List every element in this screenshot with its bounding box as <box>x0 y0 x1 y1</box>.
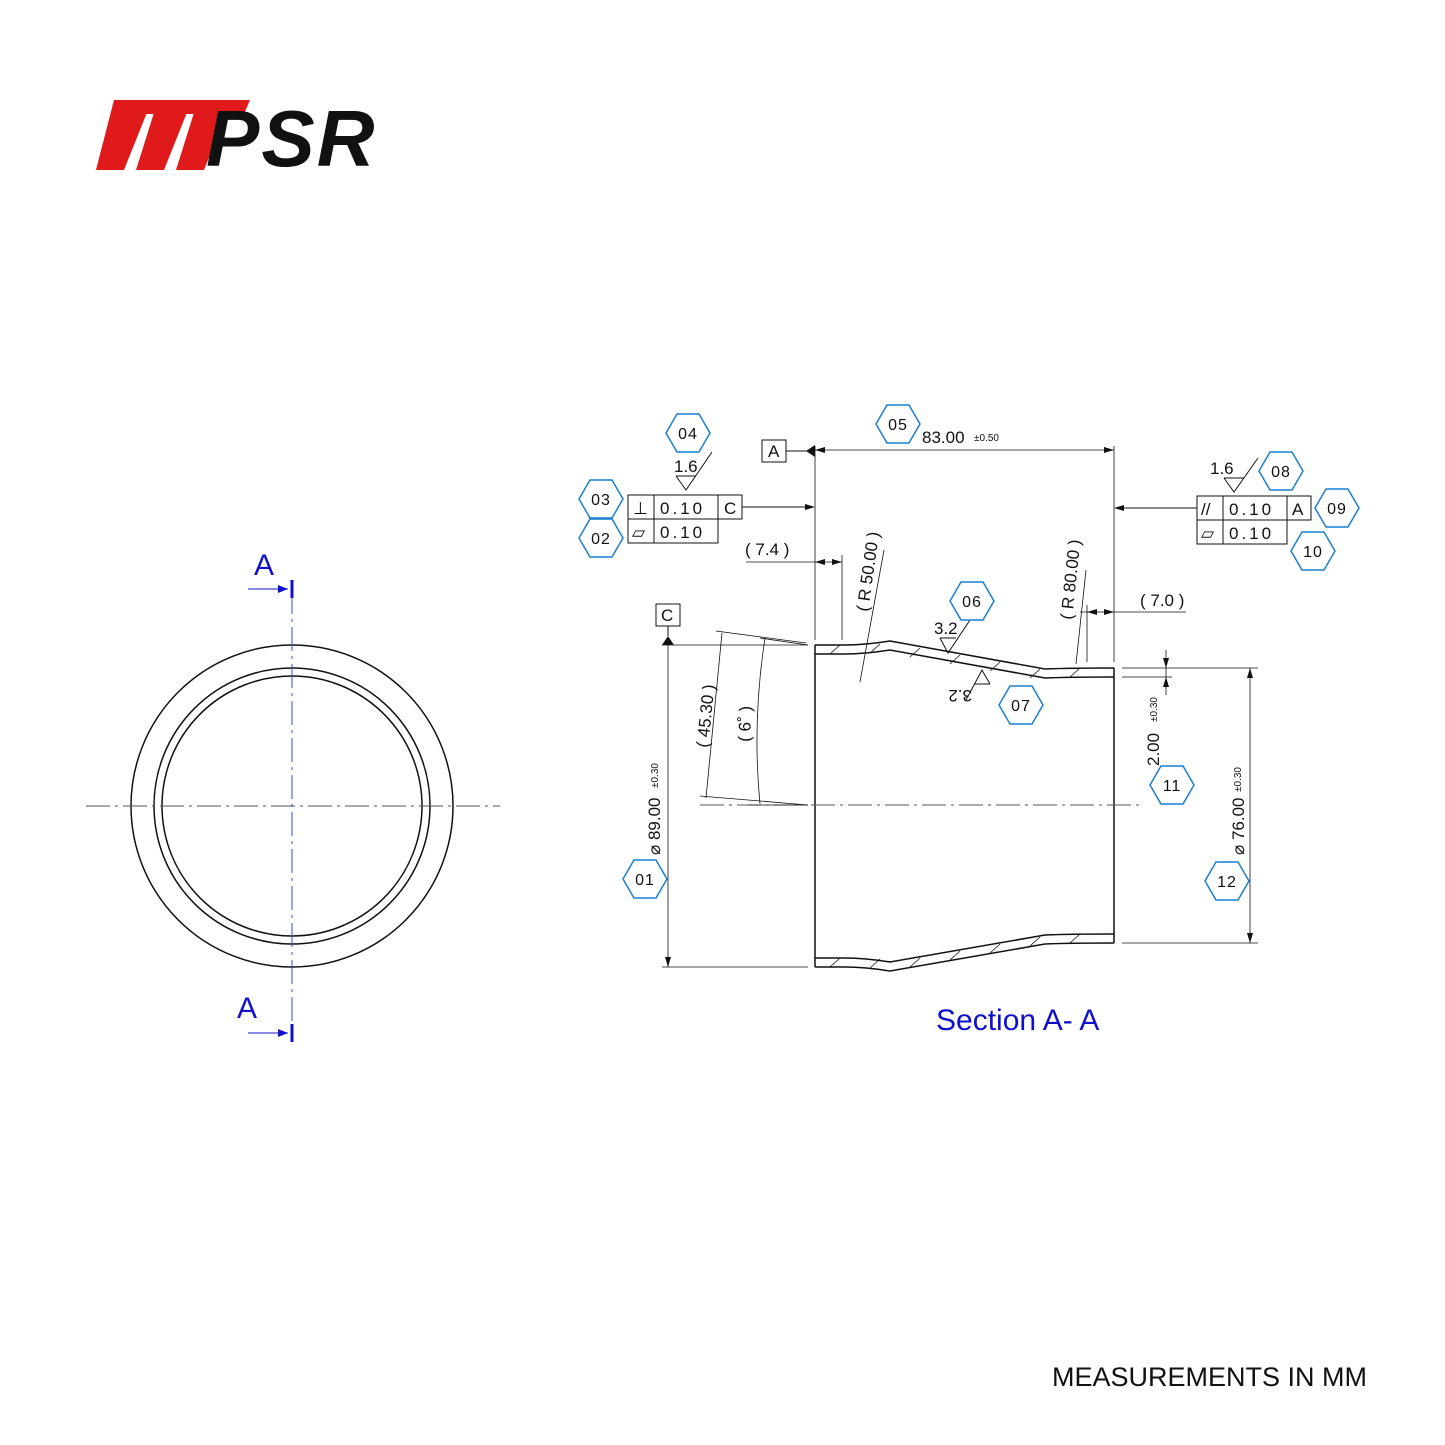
fcf-right-row1-datum: A <box>1292 500 1304 519</box>
datum-c-triangle <box>662 636 674 645</box>
logo-mark-bar-1 <box>96 100 152 170</box>
svg-text:3.2: 3.2 <box>948 686 972 705</box>
fcf-left-row2-symbol: ▱ <box>632 523 646 542</box>
fcf-right-row2-symbol: ▱ <box>1201 524 1215 543</box>
section-mark-bottom-arrowhead <box>278 1029 288 1037</box>
svg-text:02: 02 <box>591 531 611 548</box>
angle-arc <box>756 637 766 805</box>
slant-ext-bottom <box>699 795 809 806</box>
roughness-top-left: 1.6 <box>674 451 713 491</box>
svg-text:08: 08 <box>1271 464 1291 481</box>
radius-large-value: ( R 80.00 ) <box>1057 539 1084 621</box>
balloon-10: 10 <box>1290 531 1336 571</box>
fcf-right-row1-value: 0.10 <box>1229 500 1274 519</box>
balloon-03: 03 <box>578 479 624 519</box>
svg-text:11: 11 <box>1163 778 1182 795</box>
balloon-08: 08 <box>1258 451 1304 491</box>
slant-ext-top <box>715 630 807 644</box>
roughness-inner: 3.2 <box>948 668 991 705</box>
svg-text:01: 01 <box>635 872 655 889</box>
svg-text:07: 07 <box>1011 698 1031 715</box>
slant-dim-line <box>705 632 723 799</box>
balloon-02: 02 <box>578 518 624 558</box>
svg-text:03: 03 <box>591 492 611 509</box>
datum-a-triangle <box>806 445 815 457</box>
logo-mark-cap <box>114 100 250 114</box>
svg-text:04: 04 <box>678 426 698 443</box>
fcf-left-row1-symbol: ⊥ <box>633 499 648 518</box>
top-outer-edge <box>815 640 1115 670</box>
wall-hatching <box>829 643 1081 969</box>
measurement-note: MEASUREMENTS IN MM <box>1052 1362 1367 1392</box>
balloon-11: 11 <box>1149 765 1195 805</box>
radius-small-leader <box>859 549 885 683</box>
fcf-left: ⊥ 0.10 C ▱ 0.10 <box>627 494 815 544</box>
roughness-outer: 3.2 <box>934 619 971 654</box>
length-arrow-left <box>815 447 825 453</box>
fcf-right-row1-symbol: // <box>1201 500 1211 519</box>
length-tolerance: ±0.50 <box>974 433 999 444</box>
bottom-outer-edge <box>815 942 1115 972</box>
top-inner-edge <box>815 649 1115 679</box>
svg-text:3.2: 3.2 <box>934 619 958 638</box>
balloon-06: 06 <box>949 581 995 621</box>
logo-mark-bar-2 <box>136 100 192 170</box>
radius-small-value: ( R 50.00 ) <box>853 530 883 612</box>
section-mark-top-arrowhead <box>278 585 288 593</box>
balloon-12: 12 <box>1204 861 1250 901</box>
svg-text:1.6: 1.6 <box>674 457 698 476</box>
brand-logo: PSR <box>96 94 377 183</box>
angle-value: ( 6˚ ) <box>735 706 755 743</box>
balloon-05: 05 <box>875 404 921 444</box>
svg-text:1.6: 1.6 <box>1210 459 1234 478</box>
fcf-left-row1-datum: C <box>724 499 736 518</box>
svg-text:10: 10 <box>1303 544 1323 561</box>
slant-value: ( 45.30 ) <box>693 683 719 748</box>
logo-text: PSR <box>206 94 377 183</box>
section-view: A 83.00 ±0.50 ⊥ 0.10 C ▱ 0.10 <box>627 428 1312 1037</box>
section-mark-bottom-label: A <box>237 992 257 1025</box>
fcf-right: // 0.10 A ▱ 0.10 <box>1114 495 1312 545</box>
section-mark-top-label: A <box>254 549 274 582</box>
wall-tolerance: ±0.30 <box>1149 697 1160 722</box>
front-view: A A <box>86 549 500 1042</box>
section-title: Section A- A <box>936 1004 1099 1037</box>
fcf-left-row2-value: 0.10 <box>660 523 705 542</box>
fcf-left-row1-value: 0.10 <box>660 499 705 518</box>
svg-text:12: 12 <box>1217 874 1237 891</box>
length-value: 83.00 <box>922 428 965 447</box>
radius-large-leader <box>1075 569 1087 665</box>
svg-text:05: 05 <box>888 417 908 434</box>
svg-text:09: 09 <box>1327 501 1347 518</box>
fcf-right-row2-value: 0.10 <box>1229 524 1274 543</box>
bottom-inner-edge <box>815 933 1115 963</box>
balloon-01: 01 <box>622 859 668 899</box>
offset-left-value: ( 7.4 ) <box>745 540 789 559</box>
dia-small-value: ⌀ 76.00 <box>1229 798 1248 856</box>
balloon-09: 09 <box>1314 488 1360 528</box>
datum-a-label: A <box>768 442 780 461</box>
svg-text:06: 06 <box>962 594 982 611</box>
offset-right-value: ( 7.0 ) <box>1140 591 1184 610</box>
dia-large-value: ⌀ 89.00 <box>645 798 664 856</box>
angle-ext-top <box>759 637 809 646</box>
datum-c-label: C <box>661 606 673 625</box>
wall-value: 2.00 <box>1144 733 1163 766</box>
balloon-04: 04 <box>665 413 711 453</box>
dia-large-tolerance: ±0.30 <box>650 763 661 788</box>
dia-small-tolerance: ±0.30 <box>1233 767 1244 792</box>
balloon-07: 07 <box>998 685 1044 725</box>
logo-mark-bar-3 <box>176 100 232 170</box>
length-arrow-right <box>1104 447 1114 453</box>
roughness-top-right: 1.6 <box>1210 457 1259 493</box>
